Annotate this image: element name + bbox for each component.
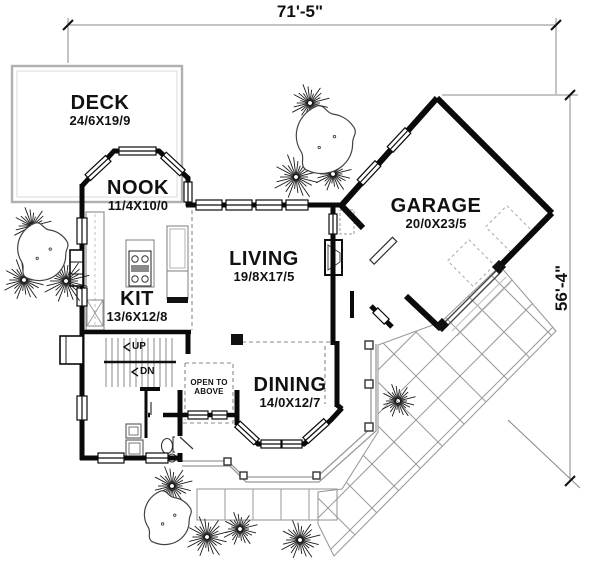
overall-width-dimension: 71'-5" bbox=[276, 2, 324, 21]
room-label-deck: DECK 24/6X19/9 bbox=[69, 93, 130, 129]
bush-icon bbox=[223, 512, 258, 545]
kitchen-fridge-counter bbox=[166, 225, 189, 303]
porch-posts bbox=[223, 340, 374, 480]
dashed-opening-lines bbox=[180, 210, 330, 424]
door-leaves bbox=[150, 236, 398, 450]
kitchen-island-stove bbox=[125, 239, 155, 288]
corner-post bbox=[231, 334, 243, 345]
open-to-above-line1: OPEN TO bbox=[190, 378, 228, 387]
bush-icon bbox=[187, 516, 229, 557]
garage-name: GARAGE bbox=[390, 195, 482, 217]
room-label-nook: NOOK 11/4X10/0 bbox=[107, 178, 169, 214]
bush-icon bbox=[274, 154, 320, 198]
open-to-above-note: OPEN TO ABOVE bbox=[190, 378, 227, 396]
bush-icon bbox=[281, 520, 321, 559]
living-size: 19/8X17/5 bbox=[233, 269, 295, 284]
garage-size: 20/0X23/5 bbox=[405, 216, 467, 231]
garage-door-jambs bbox=[434, 259, 507, 333]
stair-arrows bbox=[122, 342, 139, 377]
driveway-outline bbox=[317, 265, 557, 557]
kitchen-size: 13/6X12/8 bbox=[106, 309, 168, 324]
kitchen-name: KIT bbox=[120, 288, 154, 310]
windows bbox=[59, 126, 412, 464]
porch-edge bbox=[182, 344, 377, 483]
deck-size: 24/6X19/9 bbox=[69, 113, 131, 128]
room-label-kitchen: KIT 13/6X12/8 bbox=[106, 289, 167, 325]
dimension-lines bbox=[67, 18, 581, 489]
front-walk-joints bbox=[224, 489, 310, 520]
room-label-dining: DINING 14/0X12/7 bbox=[254, 375, 327, 411]
deck-name: DECK bbox=[70, 92, 130, 114]
dining-size: 14/0X12/7 bbox=[259, 395, 321, 410]
dining-name: DINING bbox=[253, 374, 327, 396]
tree-icon bbox=[295, 105, 356, 175]
stair-down-label: DN bbox=[140, 366, 155, 377]
stair-up-label: UP bbox=[132, 341, 146, 352]
laundry-appliances bbox=[125, 423, 144, 458]
room-label-living: LIVING 19/8X17/5 bbox=[229, 249, 299, 285]
deck-outline bbox=[10, 64, 184, 204]
landscaping bbox=[4, 84, 416, 559]
bush-icon bbox=[381, 384, 416, 417]
living-name: LIVING bbox=[229, 248, 299, 270]
kitchen-counter-left bbox=[85, 211, 105, 331]
overall-depth-dimension: 56'-4" bbox=[552, 264, 571, 312]
dimension-ticks bbox=[62, 19, 576, 487]
open-to-above-line2: ABOVE bbox=[194, 387, 224, 396]
tree-icon bbox=[17, 222, 69, 282]
garage-apron-lines bbox=[451, 276, 512, 337]
front-walk-tiles bbox=[196, 488, 338, 521]
nook-size: 11/4X10/0 bbox=[107, 198, 169, 213]
garage-door bbox=[442, 267, 503, 328]
nook-name: NOOK bbox=[107, 177, 169, 199]
tree-icon bbox=[143, 490, 192, 546]
room-label-garage: GARAGE 20/0X23/5 bbox=[391, 196, 482, 232]
